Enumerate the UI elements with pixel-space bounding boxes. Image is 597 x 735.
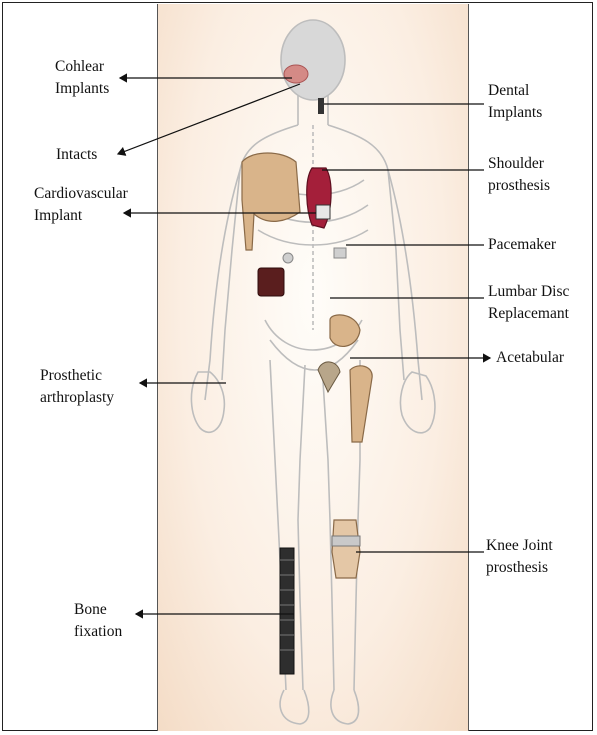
arrow-intacts bbox=[118, 84, 300, 154]
left-leg-inner bbox=[298, 365, 305, 690]
callout-arrows bbox=[118, 78, 490, 614]
label-cochlear-implants: Cohlear Implants bbox=[55, 56, 109, 100]
knee-joint-metal bbox=[332, 536, 360, 546]
hip-stem-graphic bbox=[318, 362, 340, 392]
label-knee-joint-prosthesis: Knee Joint prosthesis bbox=[486, 535, 553, 579]
right-arm bbox=[388, 170, 422, 400]
cardiac-device-graphic bbox=[316, 205, 330, 219]
right-leg bbox=[322, 365, 334, 690]
human-body-outline bbox=[191, 20, 435, 724]
label-lumbar-disc-replacement: Lumbar Disc Replacemant bbox=[488, 281, 569, 325]
left-foot bbox=[280, 690, 309, 724]
knee-joint-graphic bbox=[332, 520, 360, 578]
label-intacts: Intacts bbox=[56, 144, 97, 166]
dental-implant-graphic bbox=[318, 98, 324, 114]
right-hand bbox=[400, 372, 434, 433]
label-acetabular: Acetabular bbox=[496, 347, 564, 369]
acetabular-cup-graphic bbox=[330, 315, 360, 347]
pacemaker-lead-node bbox=[283, 253, 293, 263]
bone-fixation-rod-graphic bbox=[280, 548, 294, 674]
label-dental-implants: Dental Implants bbox=[488, 80, 542, 124]
label-shoulder-prosthesis: Shoulder prosthesis bbox=[488, 153, 550, 197]
pacemaker-graphic bbox=[258, 268, 284, 296]
label-prosthetic-arthroplasty: Prosthetic arthroplasty bbox=[40, 365, 114, 409]
femoral-implant-graphic bbox=[350, 366, 372, 442]
label-bone-fixation: Bone fixation bbox=[74, 599, 122, 643]
label-cardiovascular-implant: Cardiovascular Implant bbox=[34, 183, 128, 227]
cochlear-implant-graphic bbox=[284, 65, 308, 83]
lumbar-disc-graphic bbox=[334, 248, 346, 258]
shoulder-prosthesis-graphic bbox=[242, 153, 300, 250]
label-pacemaker: Pacemaker bbox=[488, 234, 556, 256]
right-foot bbox=[331, 690, 359, 724]
